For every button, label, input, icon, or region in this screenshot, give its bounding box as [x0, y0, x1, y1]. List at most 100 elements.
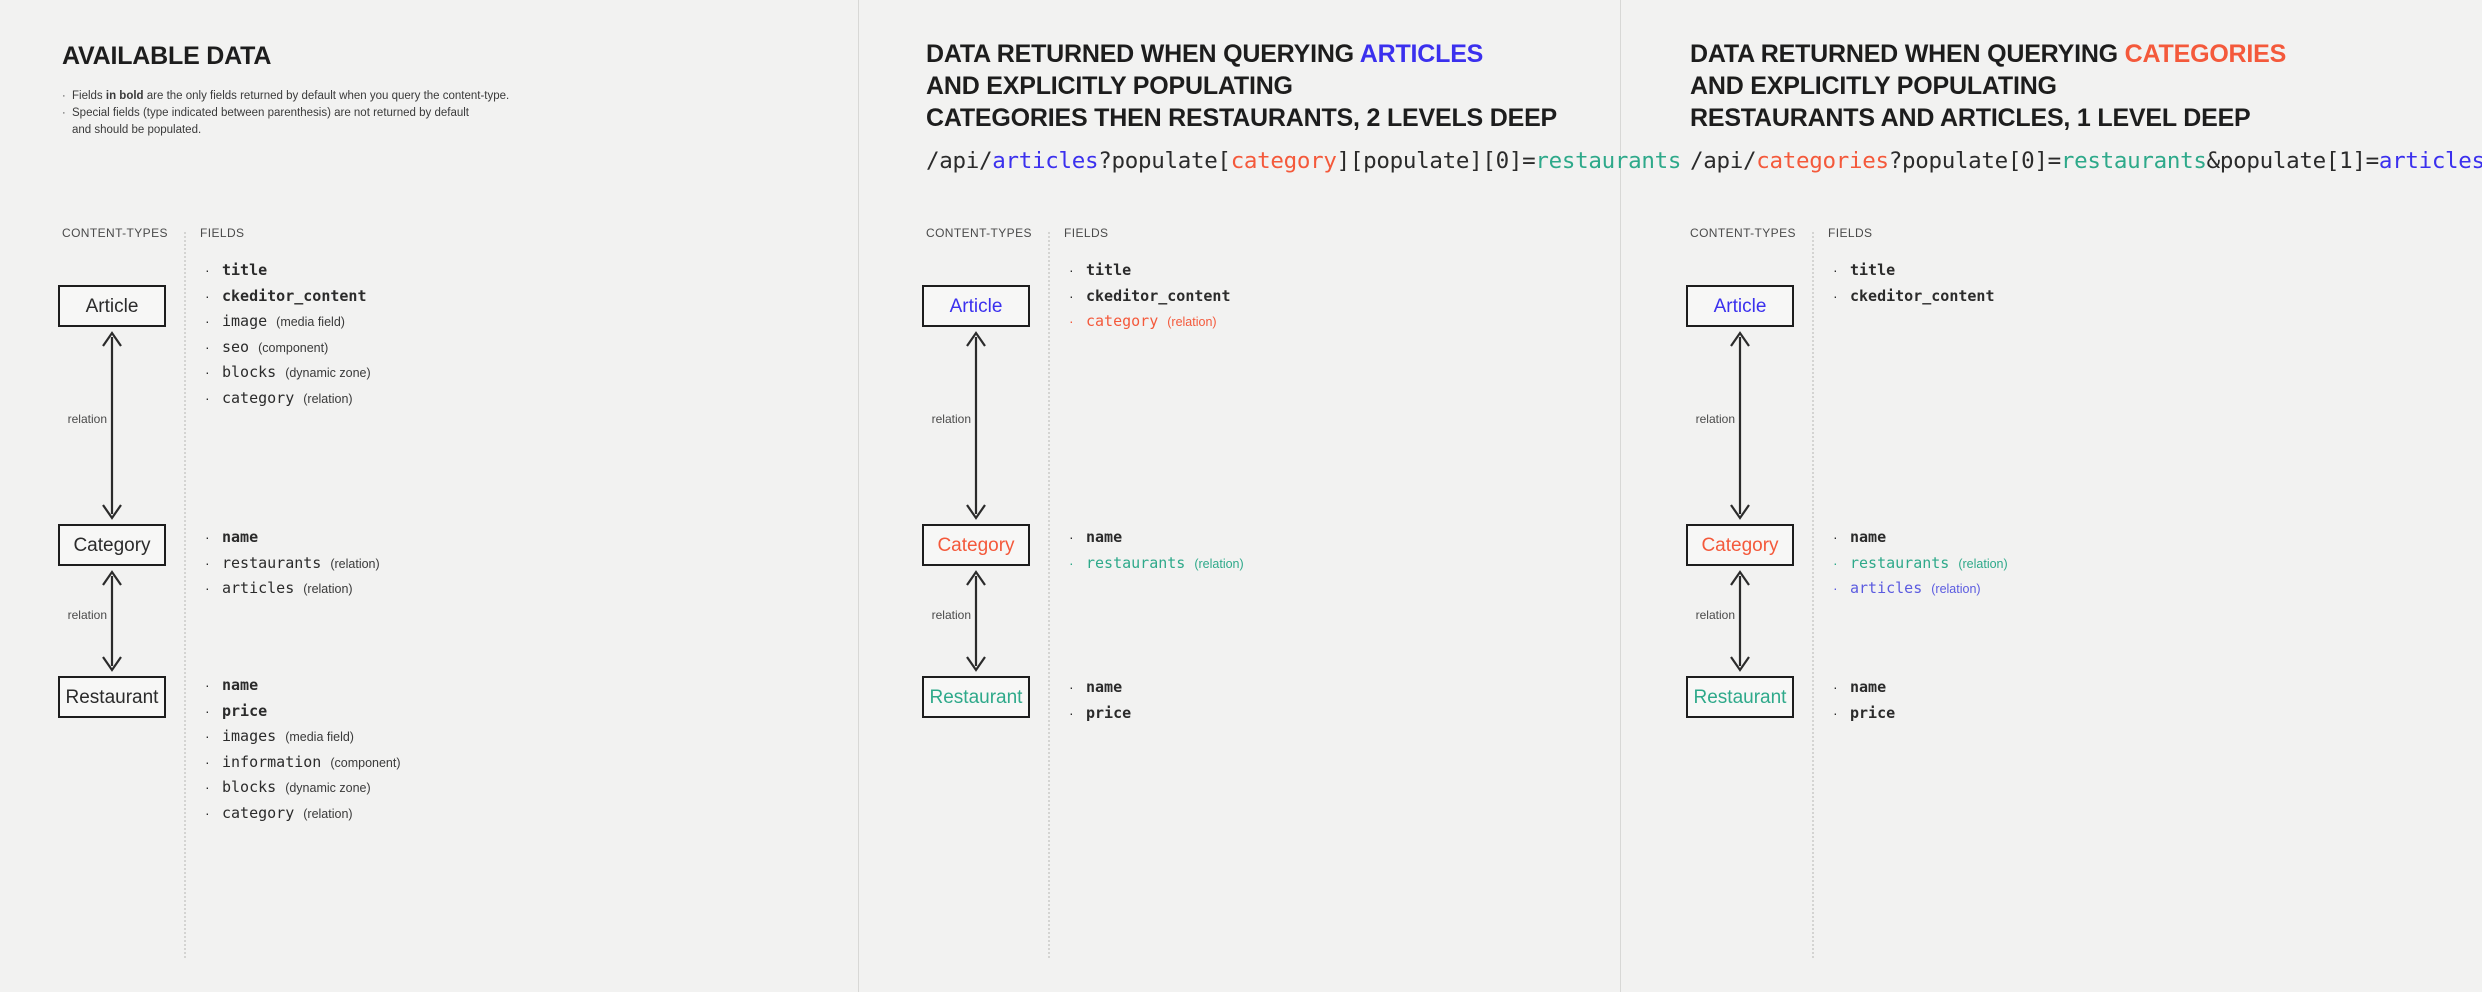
- api-segment-collection: articles: [992, 148, 1099, 174]
- bullet-icon: ·: [1069, 704, 1074, 721]
- relation-label: relation: [1692, 410, 1738, 428]
- column-divider-1: [858, 0, 859, 992]
- fields-article: · title · ckeditor_content: [1833, 261, 1995, 312]
- field-row: ·blocks(dynamic zone): [205, 778, 401, 804]
- label-fields: FIELDS: [1828, 226, 1873, 240]
- field-name: blocks: [222, 363, 277, 381]
- relation-label: relation: [64, 410, 110, 428]
- bullet-icon: ·: [1833, 529, 1838, 545]
- field-type: (relation): [330, 556, 380, 571]
- node-article[interactable]: Article: [58, 285, 166, 327]
- api-segment-category: category: [1230, 148, 1337, 174]
- field-row: ·information(component): [205, 753, 401, 779]
- arrow-double-icon: [1730, 570, 1750, 672]
- title-line-1: DATA RETURNED WHEN QUERYING CATEGORIES: [1690, 38, 2286, 70]
- field-row: ·title: [205, 261, 371, 287]
- bullet-icon: ·: [1069, 529, 1074, 545]
- api-segment-nested: ][populate][0]=: [1336, 148, 1536, 174]
- note-item: · Fields in bold are the only fields ret…: [62, 88, 682, 105]
- api-segment-populate-1: &populate[1]=: [2206, 148, 2380, 174]
- field-name: name: [1850, 678, 1887, 696]
- label-content-types: CONTENT-TYPES: [62, 226, 168, 240]
- bullet-icon: ·: [205, 753, 210, 770]
- fields-article: ·title ·ckeditor_content ·category(relat…: [1069, 261, 1231, 338]
- field-row: ·image(media field): [205, 312, 371, 338]
- column-divider-2: [1620, 0, 1621, 992]
- field-name: price: [1086, 703, 1132, 722]
- field-name: price: [222, 701, 268, 720]
- node-restaurant[interactable]: Restaurant: [1686, 676, 1794, 718]
- api-path-articles: /api/articles?populate[category][populat…: [926, 148, 1681, 174]
- bullet-icon: ·: [1833, 262, 1838, 278]
- column-categories-query: DATA RETURNED WHEN QUERYING CATEGORIES A…: [1620, 0, 2482, 992]
- field-row: ·images(media field): [205, 727, 401, 753]
- fields-category: ·name ·restaurants(relation) ·articles(r…: [1833, 528, 2008, 605]
- field-name: title: [1850, 261, 1896, 279]
- title-prefix: DATA RETURNED WHEN QUERYING: [1690, 40, 2125, 68]
- field-name: seo: [222, 337, 250, 356]
- field-row: ·restaurants(relation): [1833, 554, 2008, 580]
- field-name: images: [222, 727, 277, 745]
- bullet-icon: ·: [1069, 679, 1074, 695]
- node-article[interactable]: Article: [922, 285, 1030, 327]
- bullet-icon: ·: [1069, 262, 1074, 278]
- section-title-categories: DATA RETURNED WHEN QUERYING CATEGORIES A…: [1690, 38, 2286, 134]
- fields-category: ·name ·restaurants(relation) ·articles(r…: [205, 528, 380, 605]
- field-row: · title: [1833, 261, 1995, 287]
- arrow-double-icon: [966, 570, 986, 672]
- field-name: ckeditor_content: [1850, 286, 1995, 305]
- field-row: ·name: [1069, 528, 1244, 554]
- page-title: AVAILABLE DATA: [62, 40, 271, 72]
- field-row: · name: [205, 676, 401, 702]
- relation-arrow-article-category: relation: [64, 327, 132, 524]
- node-category[interactable]: Category: [58, 524, 166, 566]
- field-name: name: [222, 676, 259, 694]
- title-line-2: AND EXPLICITLY POPULATING: [926, 72, 1293, 100]
- page-title-text: AVAILABLE DATA: [62, 42, 272, 70]
- field-name: articles: [1850, 579, 1923, 597]
- field-name: restaurants: [1086, 553, 1186, 572]
- field-name: ckeditor_content: [1086, 286, 1231, 305]
- bullet-icon: ·: [205, 529, 210, 545]
- relation-arrow-article-category: relation: [928, 327, 996, 524]
- section-title-articles: DATA RETURNED WHEN QUERYING ARTICLES AND…: [926, 38, 1557, 134]
- bullet-icon: ·: [205, 580, 210, 596]
- field-type: (relation): [303, 391, 353, 406]
- relation-arrow-article-category: relation: [1692, 327, 1760, 524]
- field-name: name: [222, 528, 259, 546]
- field-type: (relation): [1167, 315, 1217, 329]
- inner-divider: [1812, 232, 1814, 958]
- field-row: ·ckeditor_content: [1069, 287, 1231, 313]
- relation-label: relation: [928, 410, 974, 428]
- field-row: ·category(relation): [205, 804, 401, 830]
- node-category[interactable]: Category: [922, 524, 1030, 566]
- field-row: · price: [205, 702, 401, 728]
- bullet-icon: ·: [1833, 554, 1838, 571]
- api-segment-base: /api/: [1690, 148, 1757, 174]
- arrow-double-icon: [102, 331, 122, 520]
- field-name: image: [222, 312, 268, 330]
- field-row: ·category(relation): [1069, 312, 1231, 338]
- inner-divider: [184, 232, 186, 958]
- field-name: category: [222, 803, 295, 822]
- diagram-available: CONTENT-TYPES FIELDS Article Category Re…: [0, 226, 858, 992]
- bullet-icon: ·: [205, 779, 210, 795]
- title-line-3: RESTAURANTS AND ARTICLES, 1 LEVEL DEEP: [1690, 104, 2251, 132]
- node-article[interactable]: Article: [1686, 285, 1794, 327]
- field-type: (component): [330, 755, 401, 770]
- field-row: ·blocks(dynamic zone): [205, 363, 371, 389]
- bullet-icon: ·: [205, 702, 210, 719]
- note-text: Special fields (type indicated between p…: [72, 107, 469, 119]
- fields-restaurant: · name · price ·images(media field) ·infor…: [205, 676, 401, 829]
- bullet-icon: ·: [205, 677, 210, 693]
- field-type: (media field): [276, 315, 345, 329]
- field-name: title: [222, 261, 268, 279]
- notes-list: · Fields in bold are the only fields ret…: [62, 88, 682, 139]
- node-restaurant[interactable]: Restaurant: [922, 676, 1030, 718]
- node-category[interactable]: Category: [1686, 524, 1794, 566]
- field-row: ·restaurants(relation): [205, 554, 380, 580]
- api-segment-populate: ?populate[: [1098, 148, 1231, 174]
- field-row: ·title: [1069, 261, 1231, 287]
- node-restaurant[interactable]: Restaurant: [58, 676, 166, 718]
